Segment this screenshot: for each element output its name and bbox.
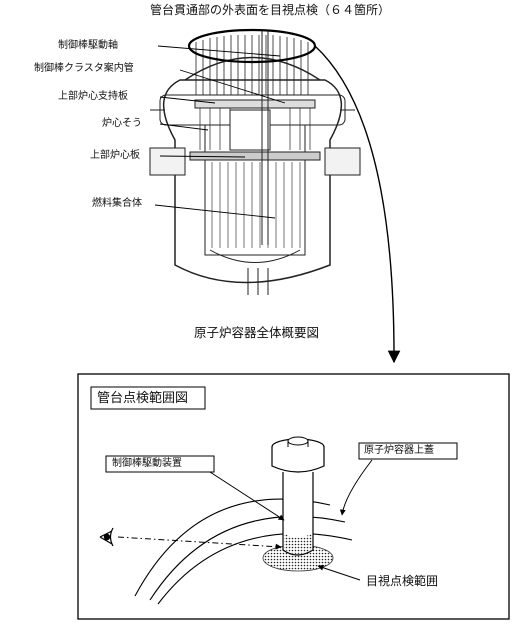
label-core-barrel: 炉心そう: [102, 118, 142, 129]
eye-icon: [99, 527, 114, 547]
upper-head-label-frame: [358, 442, 458, 460]
label-upper-core-support-plate: 上部炉心支持板: [58, 91, 128, 102]
label-fuel-assembly: 燃料集合体: [92, 198, 142, 209]
detail-title: 管台点検範囲図: [97, 391, 189, 406]
detail-leaders: [209, 459, 373, 581]
page-title: 管台貫通部の外表面を目視点検（６４箇所）: [150, 3, 391, 17]
label-rcc-guide-tube: 制御棒クラスタ案内管: [34, 63, 134, 74]
reactor-vessel-drawing: [149, 30, 361, 295]
label-inspection-range: 目視点検範囲: [366, 574, 439, 588]
connector-arrow: [314, 45, 401, 364]
detail-box: [77, 373, 510, 620]
detail-title-frame: [90, 386, 206, 410]
label-crdm-shaft: 制御棒駆動軸: [58, 40, 118, 51]
sight-line: [117, 536, 282, 550]
label-crdm: 制御棒駆動装置: [112, 458, 182, 469]
overview-caption: 原子炉容器全体概要図: [194, 325, 320, 340]
label-upper-head: 原子炉容器上蓋: [364, 445, 434, 456]
nozzle-detail-drawing: [134, 436, 353, 605]
label-upper-core-plate: 上部炉心板: [90, 150, 140, 161]
leader-lines: [154, 45, 286, 219]
crdm-label-frame: [105, 455, 215, 473]
